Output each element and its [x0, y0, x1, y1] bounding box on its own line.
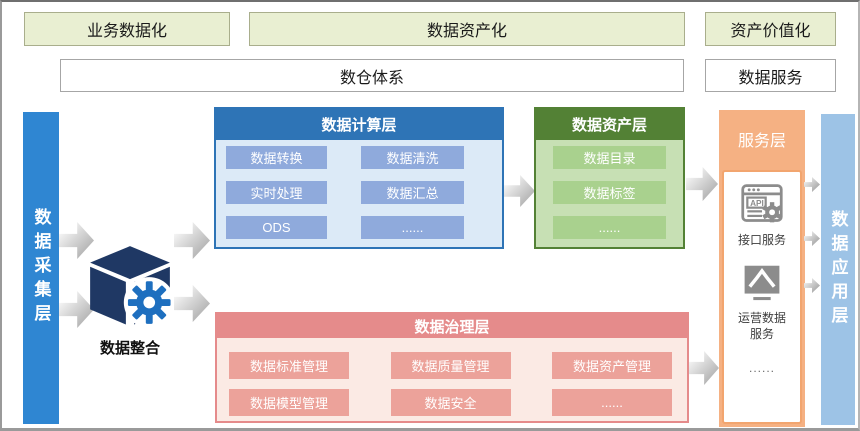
asset-layer-title: 数据资产层: [536, 109, 683, 140]
asset-cell: ......: [553, 216, 666, 239]
arrow-compute-to-asset: [504, 175, 535, 207]
service-layer-title: 服务层: [737, 133, 786, 150]
compute-layer-box: 数据计算层 数据转换 数据清洗 实时处理 数据汇总 ODS ......: [214, 107, 504, 249]
compute-cell: 数据汇总: [361, 181, 464, 204]
cube-gear-icon: [90, 246, 175, 328]
warehouse-system-box: 数仓体系: [60, 59, 684, 92]
data-service-box: 数据服务: [705, 59, 836, 92]
data-application-layer-label: 数据应用层: [828, 209, 848, 330]
data-application-layer-bar: 数据应用层: [821, 114, 855, 425]
compute-cell: ......: [361, 216, 464, 239]
data-collection-layer-bar: 数据采集层: [23, 112, 59, 424]
compute-cell: 数据清洗: [361, 146, 464, 169]
api-service-label: 接口服务: [737, 233, 786, 247]
arrow-service-to-app-2: [804, 231, 820, 246]
arrow-integration-to-governance: [174, 285, 210, 322]
compute-cell: 数据转换: [226, 146, 327, 169]
governance-layer-cells: 数据标准管理 数据质量管理 数据资产管理 数据模型管理 数据安全 ......: [217, 338, 687, 416]
governance-cell: 数据标准管理: [229, 352, 349, 379]
data-service-label: 数据服务: [738, 69, 803, 87]
arrow-integration-to-compute: [174, 222, 210, 259]
stage-label: 资产价值化: [730, 23, 811, 40]
data-collection-layer-label: 数据采集层: [31, 208, 51, 328]
stage-business-datafication: 业务数据化: [24, 12, 230, 46]
data-integration-group: 数据整合: [86, 242, 175, 357]
governance-layer-title: 数据治理层: [217, 314, 687, 338]
line-chart-icon: [744, 265, 780, 301]
arrow-governance-to-service: [688, 351, 719, 385]
gear-icon: [127, 281, 171, 324]
asset-cell: 数据目录: [553, 146, 666, 169]
governance-cell: 数据模型管理: [229, 389, 349, 416]
compute-layer-cells: 数据转换 数据清洗 实时处理 数据汇总 ODS ......: [216, 140, 502, 239]
governance-cell: 数据资产管理: [552, 352, 672, 379]
governance-cell: ......: [552, 389, 672, 416]
governance-cell: 数据质量管理: [390, 352, 511, 379]
stage-label: 数据资产化: [426, 23, 507, 40]
service-layer-panel: API 接口服务 运营数据服务: [722, 170, 802, 424]
compute-cell: 实时处理: [226, 181, 327, 204]
stage-data-assetization: 数据资产化: [249, 12, 685, 46]
service-layer-box: 服务层 API: [719, 110, 805, 427]
service-more-dots: ......: [748, 360, 775, 375]
asset-layer-box: 数据资产层 数据目录 数据标签 ......: [534, 107, 685, 249]
asset-cell: 数据标签: [553, 181, 666, 204]
warehouse-system-label: 数仓体系: [339, 69, 404, 87]
stage-label: 业务数据化: [86, 23, 167, 40]
arrow-service-to-app-3: [804, 278, 820, 293]
api-icon: API: [741, 184, 783, 223]
governance-cell: 数据安全: [390, 389, 511, 416]
arrow-asset-to-service: [686, 167, 718, 201]
arrow-service-to-app-1: [804, 177, 820, 192]
compute-layer-title: 数据计算层: [216, 109, 502, 140]
asset-layer-cells: 数据目录 数据标签 ......: [536, 140, 683, 239]
data-integration-label: 数据整合: [99, 340, 160, 357]
svg-text:API: API: [750, 199, 764, 208]
compute-cell: ODS: [226, 216, 327, 239]
ops-data-service-label: 运营数据服务: [737, 311, 786, 342]
stage-asset-valorization: 资产价值化: [705, 12, 836, 46]
governance-layer-box: 数据治理层 数据标准管理 数据质量管理 数据资产管理 数据模型管理 数据安全 .…: [215, 312, 689, 423]
